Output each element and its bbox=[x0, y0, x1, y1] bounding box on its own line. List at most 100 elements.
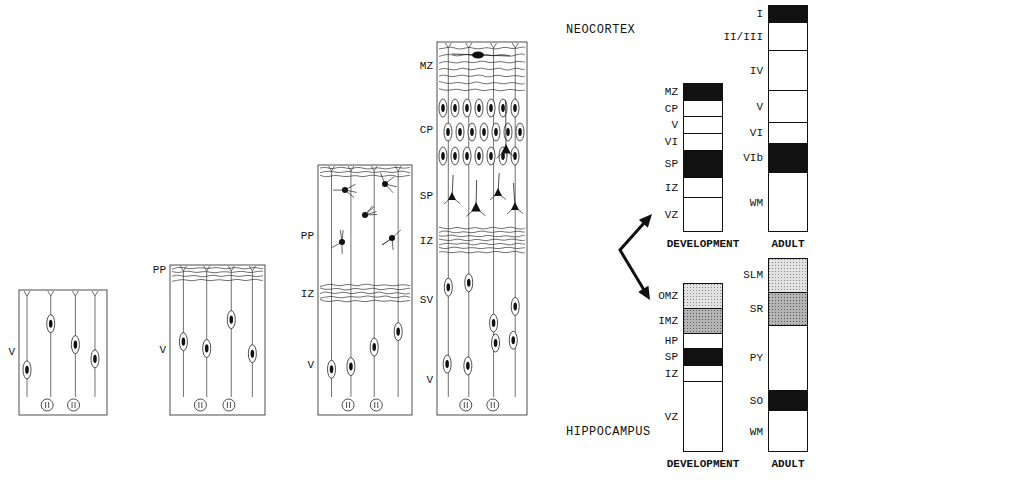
histology-panel bbox=[318, 165, 412, 415]
layer-band: OMZ bbox=[683, 283, 723, 308]
zone-label: MZ bbox=[420, 60, 433, 73]
chromosome bbox=[227, 402, 228, 408]
end-foot bbox=[231, 266, 234, 271]
cell-nucleus bbox=[349, 362, 353, 370]
cell-nucleus bbox=[453, 152, 457, 160]
histology-panel bbox=[170, 265, 265, 415]
cell-body bbox=[463, 147, 471, 165]
layer-band: WM bbox=[768, 410, 808, 452]
mitotic-cell bbox=[194, 399, 206, 411]
chromosome bbox=[464, 402, 465, 408]
zone-label: CP bbox=[420, 124, 433, 137]
basal-dendrite bbox=[466, 211, 472, 216]
zone-label: IZ bbox=[420, 235, 433, 248]
radial-glia-fiber bbox=[94, 296, 95, 397]
end-foot bbox=[252, 266, 255, 271]
chromosome bbox=[230, 402, 231, 408]
chromosome bbox=[201, 402, 202, 408]
basal-dendrite bbox=[507, 210, 512, 215]
cell-nucleus bbox=[467, 279, 471, 287]
layer-label: IV bbox=[750, 64, 763, 77]
layer-band: SLM bbox=[768, 258, 808, 292]
cajal-retzius-cell bbox=[472, 52, 484, 59]
basal-dendrite bbox=[496, 153, 502, 158]
stage-column: DEVELOPMENTOMZIMZHPSPIZVZ bbox=[683, 283, 723, 452]
stage-caption: DEVELOPMENT bbox=[667, 458, 740, 471]
cell-nucleus bbox=[446, 128, 450, 136]
fiber-line bbox=[320, 288, 410, 290]
end-foot bbox=[180, 266, 183, 271]
layer-band: PY bbox=[768, 325, 808, 390]
cell-body bbox=[370, 338, 378, 356]
fiber-line bbox=[172, 275, 263, 277]
chromosome bbox=[45, 402, 46, 408]
layer-band: V bbox=[683, 116, 723, 133]
layer-label: V bbox=[756, 100, 763, 113]
end-foot bbox=[515, 43, 518, 48]
basal-dendrite bbox=[444, 200, 449, 205]
layer-band: I bbox=[768, 5, 808, 22]
mitotic-cell bbox=[487, 399, 499, 411]
panel-outline bbox=[437, 42, 527, 415]
cell-nucleus bbox=[513, 104, 517, 112]
cell-body bbox=[444, 278, 452, 296]
zone-label: V bbox=[8, 346, 15, 359]
chromosome bbox=[349, 402, 350, 408]
layer-label: IZ bbox=[665, 181, 678, 194]
stage-caption: ADULT bbox=[771, 238, 804, 251]
end-foot bbox=[95, 291, 98, 296]
end-foot bbox=[249, 266, 252, 271]
zone-label: SP bbox=[420, 190, 433, 203]
cell-body bbox=[179, 333, 187, 351]
stage-column: ADULTSLMSRPYSOWM bbox=[768, 258, 808, 452]
column-outline bbox=[768, 5, 808, 232]
cell-body bbox=[516, 123, 524, 141]
end-foot bbox=[183, 266, 186, 271]
stage-caption: ADULT bbox=[771, 458, 804, 471]
neuron-body bbox=[362, 212, 368, 218]
cell-nucleus bbox=[251, 350, 255, 358]
layer-band: SO bbox=[768, 390, 808, 410]
cell-nucleus bbox=[494, 339, 498, 347]
layer-label: SP bbox=[665, 351, 678, 364]
cell-body bbox=[463, 99, 471, 117]
chromosome bbox=[48, 402, 49, 408]
radial-glia-fiber bbox=[27, 296, 28, 397]
chromosome bbox=[374, 402, 375, 408]
fiber-line bbox=[320, 167, 410, 169]
cell-nucleus bbox=[441, 104, 445, 112]
panel-outline bbox=[170, 265, 265, 415]
fiber-line bbox=[320, 171, 410, 173]
cell-body bbox=[227, 311, 235, 329]
layer-band: VZ bbox=[683, 381, 723, 452]
cell-body bbox=[451, 99, 459, 117]
layer-band: SP bbox=[683, 150, 723, 177]
basal-dendrite bbox=[501, 196, 506, 200]
cell-body bbox=[468, 123, 476, 141]
cell-nucleus bbox=[492, 319, 496, 327]
layer-band: SP bbox=[683, 348, 723, 365]
zone-label: V bbox=[307, 359, 314, 372]
cell-nucleus bbox=[466, 362, 470, 370]
end-foot bbox=[491, 43, 494, 48]
layer-label: SLM bbox=[743, 269, 763, 282]
column-outline bbox=[683, 83, 723, 232]
cell-nucleus bbox=[518, 128, 522, 136]
radial-glia-fiber bbox=[374, 171, 375, 397]
stage-column: DEVELOPMENTMZCPVVISPIZVZ bbox=[683, 83, 723, 232]
fiber-line bbox=[439, 243, 525, 245]
end-foot bbox=[75, 291, 78, 296]
cell-nucleus bbox=[25, 366, 29, 374]
region-title: HIPPOCAMPUS bbox=[566, 426, 651, 439]
cell-nucleus bbox=[182, 338, 186, 346]
cell-nucleus bbox=[441, 152, 445, 160]
cell-body bbox=[465, 274, 473, 292]
layer-band: VI bbox=[768, 122, 808, 143]
cell-body bbox=[203, 339, 211, 357]
neuron-body bbox=[342, 187, 348, 193]
cell-nucleus bbox=[506, 128, 510, 136]
cell-nucleus bbox=[396, 328, 400, 336]
end-foot bbox=[51, 291, 54, 296]
end-foot bbox=[48, 291, 51, 296]
